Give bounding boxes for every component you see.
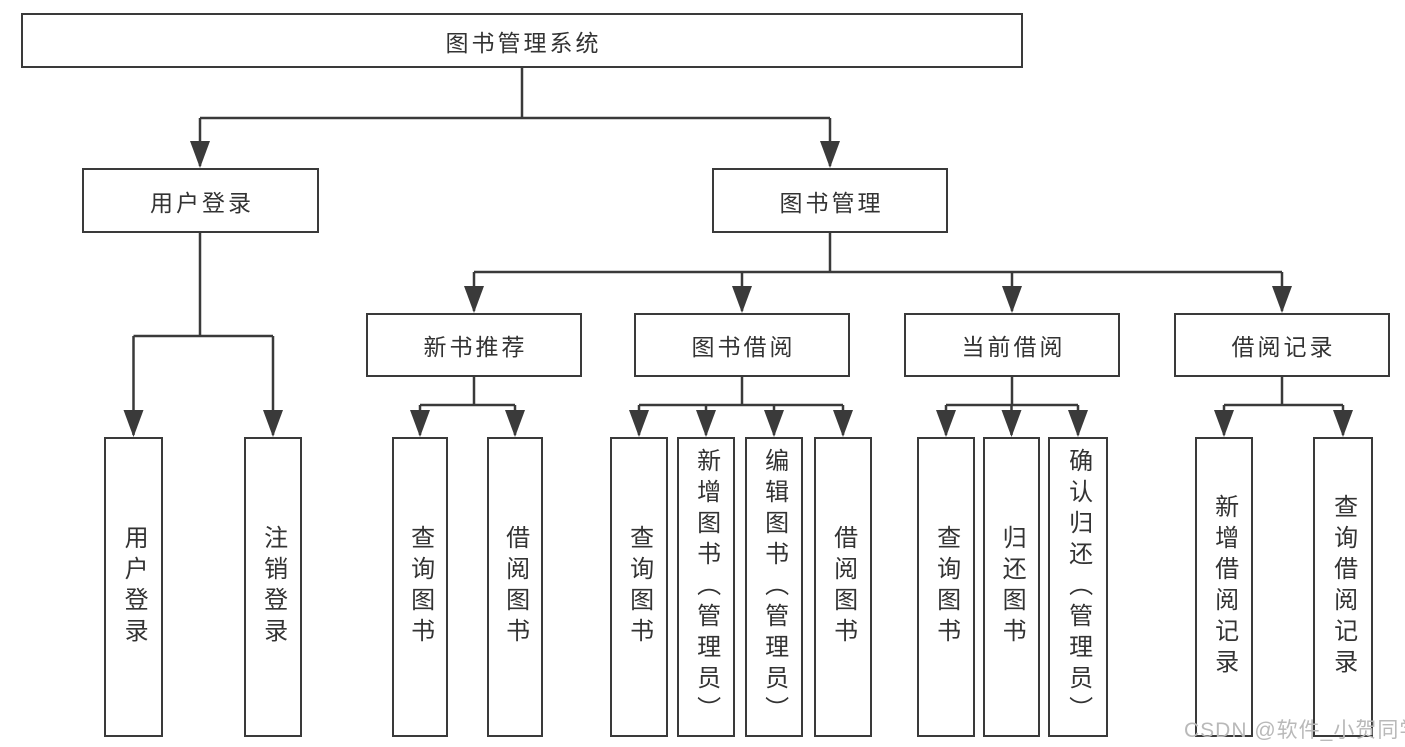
leaf-confirm-return-admin-label: 确认归还（管理员） <box>1064 447 1092 727</box>
arrowhead <box>833 410 853 437</box>
arrowhead <box>263 410 283 437</box>
node-new-book-recommend-label: 新书推荐 <box>423 334 528 360</box>
arrowhead <box>464 286 484 313</box>
arrowhead <box>1333 410 1353 437</box>
leaf-logout: 注销登录 <box>244 437 302 737</box>
arrowhead <box>629 410 649 437</box>
leaf-confirm-return-admin: 确认归还（管理员） <box>1048 437 1108 737</box>
leaf-borrow-book-b: 借阅图书 <box>814 437 872 737</box>
leaf-add-book-admin-label: 新增图书（管理员） <box>692 447 720 727</box>
leaf-query-book-b-label: 查询图书 <box>625 525 653 649</box>
leaf-add-borrow-record: 新增借阅记录 <box>1195 437 1253 737</box>
node-current-borrowing: 当前借阅 <box>904 313 1120 377</box>
arrowhead <box>696 410 716 437</box>
leaf-query-borrow-record: 查询借阅记录 <box>1313 437 1373 737</box>
connector-path-group <box>132 68 1345 435</box>
arrowhead <box>1068 410 1088 437</box>
connector-root-to-level2 <box>198 68 832 166</box>
node-book-borrowing-label: 图书借阅 <box>691 334 796 360</box>
leaf-query-book-c-label: 查询图书 <box>932 525 960 649</box>
leaf-borrow-book-a-label: 借阅图书 <box>501 525 529 649</box>
arrowhead <box>1002 286 1022 313</box>
arrowhead <box>505 410 525 437</box>
node-root: 图书管理系统 <box>21 13 1023 68</box>
arrowhead <box>764 410 784 437</box>
node-borrowing-records-label: 借阅记录 <box>1231 334 1336 360</box>
node-book-management-label: 图书管理 <box>779 189 884 216</box>
leaf-edit-book-admin-label: 编辑图书（管理员） <box>760 447 788 727</box>
arrowhead <box>936 410 956 437</box>
node-book-borrowing: 图书借阅 <box>634 313 850 377</box>
arrowhead <box>123 410 144 437</box>
leaf-query-book-a-label: 查询图书 <box>406 525 434 649</box>
arrowhead <box>820 141 840 168</box>
csdn-watermark: CSDN @软件_小贺同学 <box>1184 719 1405 742</box>
arrowhead <box>1272 286 1292 313</box>
arrowhead <box>1214 410 1234 437</box>
node-root-label: 图书管理系统 <box>445 29 602 56</box>
leaf-user-login: 用户登录 <box>104 437 163 737</box>
arrowhead <box>190 141 210 168</box>
node-borrowing-records: 借阅记录 <box>1174 313 1390 377</box>
connector-currentborrow-to-leaves <box>944 377 1080 435</box>
leaf-query-book-c: 查询图书 <box>917 437 975 737</box>
connector-userlogin-to-leaves <box>132 233 275 435</box>
node-user-login-label: 用户登录 <box>150 189 254 216</box>
node-new-book-recommend: 新书推荐 <box>366 313 582 377</box>
node-book-management: 图书管理 <box>712 168 948 233</box>
leaf-query-book-a: 查询图书 <box>392 437 448 737</box>
leaf-borrow-book-a: 借阅图书 <box>487 437 543 737</box>
leaf-user-login-label: 用户登录 <box>120 525 148 649</box>
leaf-logout-label: 注销登录 <box>259 525 287 649</box>
leaf-query-borrow-record-label: 查询借阅记录 <box>1329 494 1357 680</box>
connector-bookborrow-to-leaves <box>637 377 845 435</box>
connector-newbook-to-leaves <box>418 377 517 435</box>
node-user-login: 用户登录 <box>82 168 319 233</box>
arrowhead <box>732 286 752 313</box>
leaf-edit-book-admin: 编辑图书（管理员） <box>745 437 803 737</box>
connector-bookmgmt-to-level3 <box>472 233 1284 311</box>
arrowhead <box>1001 410 1022 437</box>
arrowhead <box>410 410 430 437</box>
leaf-return-book-label: 归还图书 <box>998 525 1026 649</box>
leaf-borrow-book-b-label: 借阅图书 <box>829 525 857 649</box>
leaf-return-book: 归还图书 <box>983 437 1040 737</box>
connector-records-to-leaves <box>1222 377 1345 435</box>
leaf-add-borrow-record-label: 新增借阅记录 <box>1210 494 1238 680</box>
leaf-query-book-b: 查询图书 <box>610 437 668 737</box>
node-current-borrowing-label: 当前借阅 <box>961 334 1066 360</box>
leaf-add-book-admin: 新增图书（管理员） <box>677 437 735 737</box>
